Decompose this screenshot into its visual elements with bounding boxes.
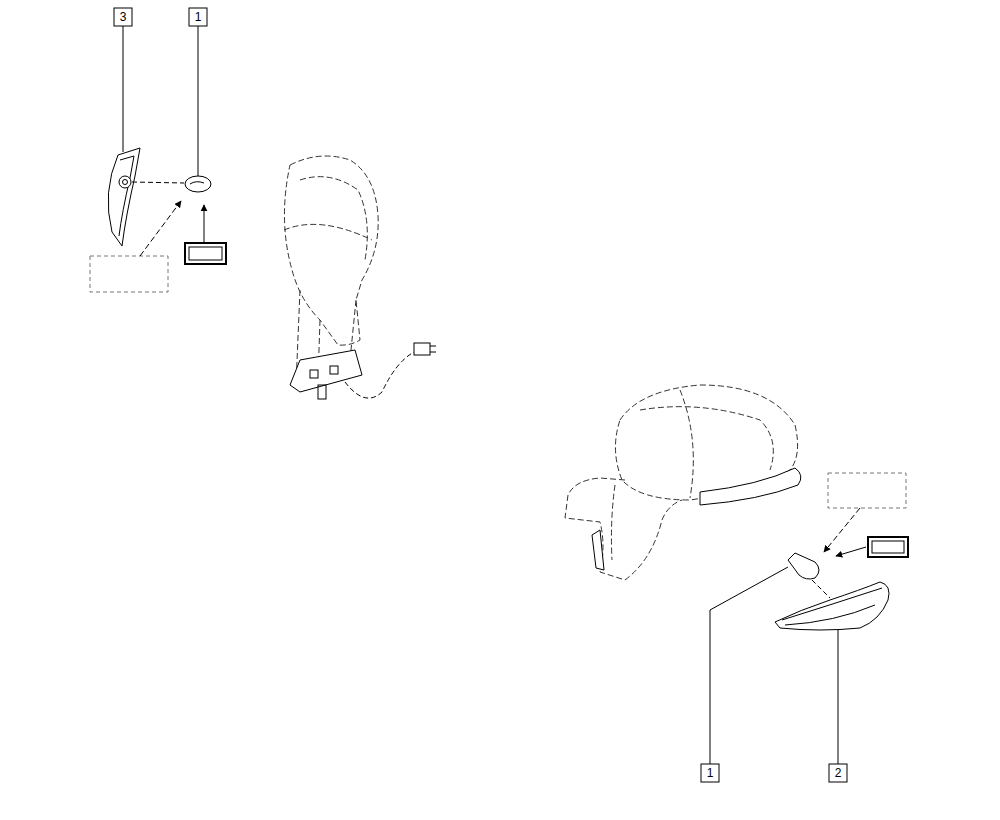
dashed-arrow bbox=[824, 508, 860, 552]
empty-reference-box bbox=[90, 256, 168, 292]
mirror-stud bbox=[318, 385, 326, 399]
leader-line bbox=[710, 567, 788, 764]
callout-frame bbox=[114, 8, 132, 26]
assembly-line bbox=[812, 580, 830, 598]
empty-reference-box bbox=[828, 473, 906, 508]
leader-line bbox=[123, 26, 124, 152]
wiring-harness bbox=[345, 352, 414, 398]
assembly-line bbox=[132, 182, 184, 183]
bulb bbox=[185, 176, 211, 192]
leader-line bbox=[198, 26, 199, 176]
dashed-arrow bbox=[140, 201, 181, 256]
mirror-mount bbox=[592, 530, 604, 570]
symbol-box-inner bbox=[189, 247, 222, 260]
lamp-socket bbox=[119, 176, 131, 188]
mirror-outline bbox=[284, 156, 378, 385]
connector-pin bbox=[430, 352, 436, 353]
callout-frame bbox=[829, 764, 847, 782]
indicator-lens bbox=[775, 582, 889, 630]
arrow bbox=[204, 205, 205, 243]
callout-number: 3 bbox=[120, 10, 127, 24]
callout-frame bbox=[189, 8, 207, 26]
symbol-box bbox=[868, 537, 908, 557]
callout-number: 1 bbox=[707, 766, 714, 780]
leader-line bbox=[838, 630, 839, 764]
callout-number: 2 bbox=[835, 766, 842, 780]
bulb-detail bbox=[190, 182, 204, 184]
connector bbox=[414, 343, 430, 355]
callout-number: 1 bbox=[195, 10, 202, 24]
mirror-lamp-edge bbox=[700, 468, 801, 505]
mirror-bolt bbox=[310, 370, 318, 378]
symbol-box-inner bbox=[872, 541, 904, 553]
arrow bbox=[836, 547, 866, 556]
lens-detail bbox=[782, 588, 882, 620]
indicator-lens bbox=[108, 148, 140, 246]
connector-pin bbox=[430, 346, 436, 347]
lens-detail bbox=[785, 605, 875, 625]
lamp-socket bbox=[123, 180, 128, 185]
lens-detail bbox=[119, 156, 134, 236]
symbol-box bbox=[185, 243, 226, 264]
bulb bbox=[788, 553, 819, 579]
mirror-bolt bbox=[330, 366, 338, 374]
callout-frame bbox=[701, 764, 719, 782]
